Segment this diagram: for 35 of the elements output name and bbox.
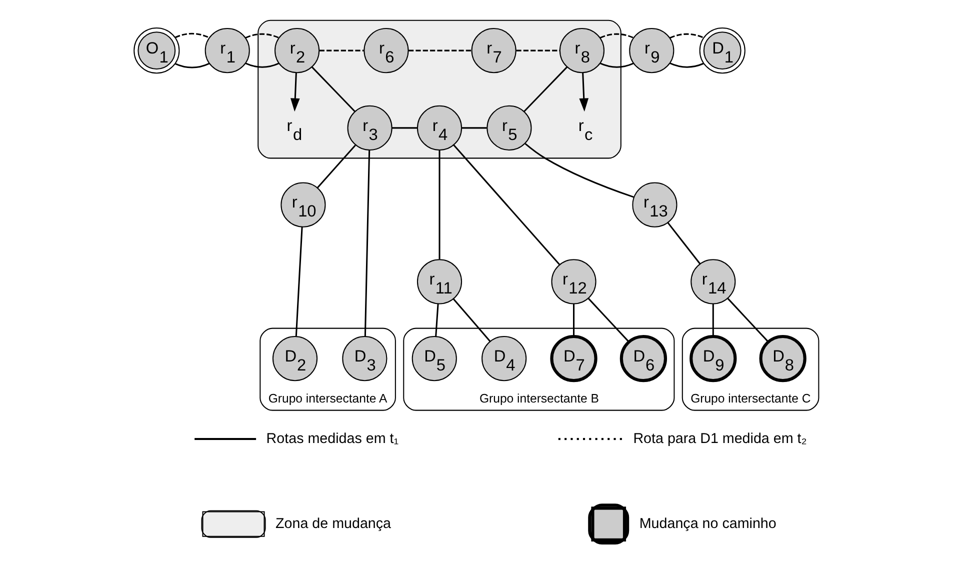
connector <box>364 150 370 336</box>
connector <box>452 144 560 265</box>
connector <box>174 62 210 68</box>
legend-label: Zona de mudança <box>275 516 391 532</box>
cluster <box>257 20 621 159</box>
connector <box>316 144 356 188</box>
legend-label: Rota para D1 medida em t₂ <box>632 430 806 447</box>
connector <box>666 222 700 264</box>
connector <box>669 62 704 68</box>
connector <box>599 33 634 39</box>
arrow <box>290 72 300 112</box>
connector <box>452 298 490 342</box>
connector <box>244 33 279 39</box>
connector <box>408 50 471 52</box>
connector <box>434 304 438 337</box>
connector <box>318 50 364 52</box>
connector <box>461 127 486 129</box>
connector <box>244 62 279 68</box>
connector <box>438 150 440 260</box>
connector <box>712 304 714 336</box>
connector <box>174 32 210 38</box>
connector <box>726 298 768 342</box>
connector <box>391 127 417 129</box>
connector <box>572 304 574 336</box>
legend-label: Rotas medidas em t₁ <box>266 430 398 447</box>
connector <box>587 298 629 342</box>
legend-label: Mudança no caminho <box>638 516 776 532</box>
connector <box>669 33 704 39</box>
connector <box>599 62 634 68</box>
connector <box>516 50 560 52</box>
connector <box>524 143 634 198</box>
connector <box>522 66 567 112</box>
connector <box>294 226 302 336</box>
arrow <box>578 72 588 112</box>
connector <box>311 66 356 112</box>
